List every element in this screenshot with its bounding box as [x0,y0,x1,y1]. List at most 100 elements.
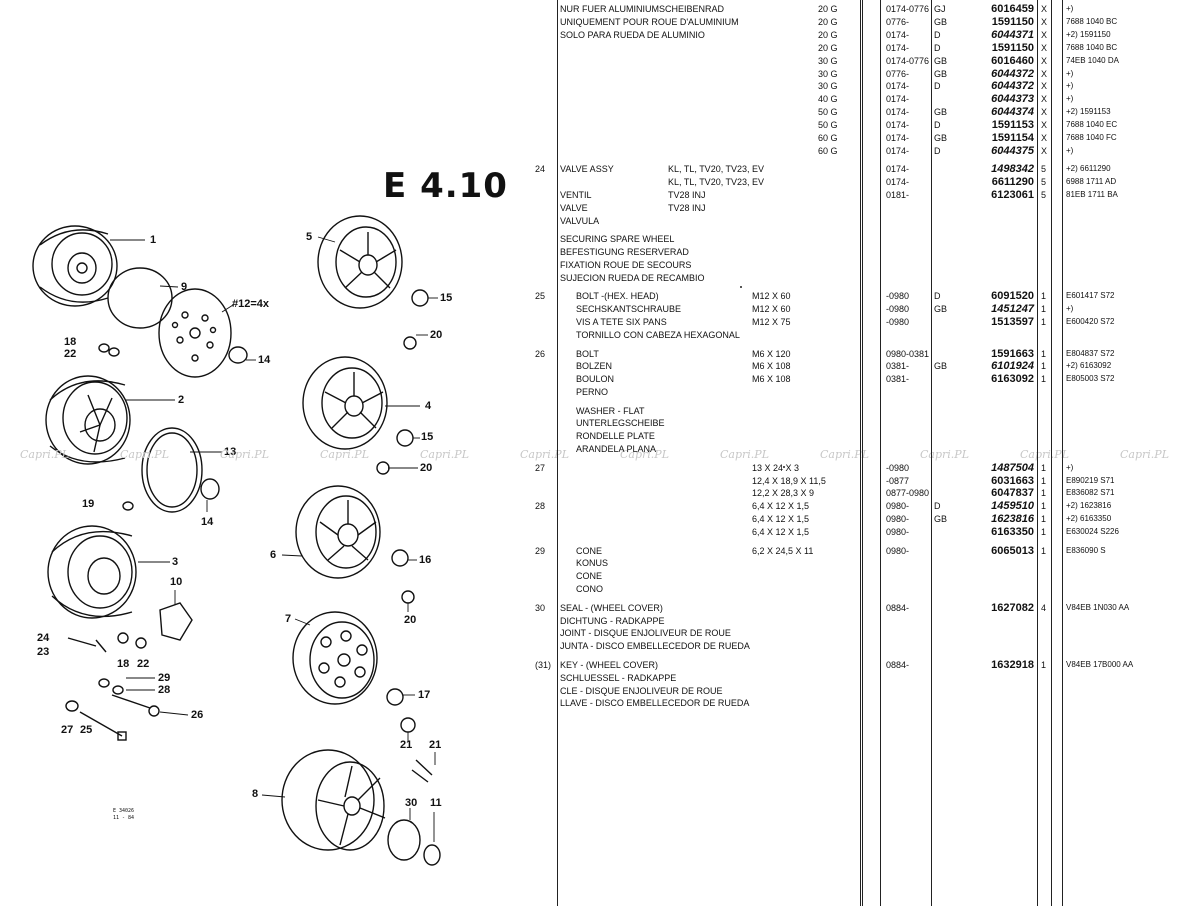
row-quantity: X [1041,29,1048,40]
row-quantity: 1 [1041,659,1047,670]
row-market: GB [934,107,948,118]
row-description: ARANDELA PLANA [576,444,657,455]
callout-23: 23 [37,646,50,658]
row-date-range: 0174-0776 [886,55,930,66]
row-remark: +) [1066,94,1074,104]
callout-18b: 18 [117,658,130,670]
row-model: 50 G [818,120,838,131]
row-model: 20 G [818,42,838,53]
row-remark: E836090 S [1066,545,1106,555]
parts-row: KONUS [0,557,1200,570]
row-model-code: TV28 INJ [668,203,706,213]
row-description: BEFESTIGUNG RESERVERAD [560,247,689,258]
row-description: VENTIL [560,190,592,201]
row-market: D [934,291,941,302]
row-remark: +) [1066,145,1074,155]
row-quantity: X [1041,4,1048,14]
callout-21a: 21 [400,739,413,751]
row-description: SECURING SPARE WHEEL [560,234,675,245]
row-size-spec: 6,2 X 24,5 X 11 [752,545,814,556]
row-remark: 81EB 1711 BA [1066,190,1118,200]
callout-14b: 14 [201,516,214,528]
row-part-number: 6031663 [991,474,1034,487]
cap-10-drawing [159,602,193,641]
row-part-number: 6016460 [991,54,1034,67]
row-remark: +2) 1591150 [1066,29,1111,39]
row-size-spec: M6 X 108 [752,374,791,385]
callout-14a: 14 [258,354,271,366]
row-model: 20 G [818,4,838,14]
row-quantity: 5 [1041,164,1047,175]
row-remark: +) [1066,462,1074,472]
row-quantity: 1 [1041,348,1047,359]
row-quantity: X [1041,120,1048,131]
callout-25: 25 [80,724,93,736]
row-quantity: X [1041,68,1048,79]
row-part-number: 1632918 [991,658,1034,671]
parts-row: WASHER - FLAT [0,405,1200,418]
row-quantity: 1 [1041,291,1047,302]
row-quantity: 1 [1041,501,1047,512]
callout-20a: 20 [430,329,443,341]
row-item-number: (31) [535,659,552,670]
column-rule [880,0,881,906]
row-remark: 7688 1040 FC [1066,133,1117,142]
row-description: FIXATION ROUE DE SECOURS [560,260,692,271]
row-date-range: 0877-0980 [886,488,930,499]
row-date-range: 0174- [886,133,910,143]
row-remark: +2) 6163092 [1066,361,1112,371]
row-model: 60 G [818,145,838,156]
row-description: VALVE [560,203,588,213]
drawing-stamp: E 34026 11 - 84 [113,808,134,822]
row-description: BOLT -(HEX. HEAD) [576,291,659,302]
row-part-number: 6611290 [991,176,1034,189]
row-remark: E600420 S72 [1066,317,1115,327]
wheel-2-drawing [45,375,131,465]
parts-row: PERNO [0,386,1200,399]
row-remark: E630024 S226 [1066,527,1119,537]
row-model: 30 G [818,68,838,79]
row-date-range: 0174- [886,42,910,53]
row-description: VALVULA [560,215,600,226]
row-date-range: 0174-0776 [886,4,930,14]
watermark: Capri.PL [720,448,769,461]
column-rule [1062,0,1063,906]
row-date-range: 0174- [886,145,910,156]
row-description: SEAL - (WHEEL COVER) [560,602,663,613]
row-remark: +) [1066,81,1074,91]
parts-row: JUNTA - DISCO EMBELLECEDOR DE RUEDA [0,640,1200,653]
row-model: 50 G [818,107,838,118]
row-date-range: 0174- [886,120,910,131]
row-date-range: 0776- [886,16,910,27]
watermark: Capri.PL [320,448,369,461]
callout-8: 8 [252,788,259,800]
callout-4: 4 [425,400,432,412]
watermark-row: Capri.PL Capri.PL Capri.PL Capri.PL Capr… [0,448,1200,468]
cover-12-drawing [158,288,232,378]
callout-15a: 15 [440,292,453,304]
parts-row: JOINT - DISQUE ENJOLIVEUR DE ROUE [0,627,1200,640]
row-market: GJ [934,4,946,14]
row-date-range: 0884- [886,659,910,670]
callout-11: 11 [430,797,442,809]
row-model: 40 G [818,94,838,105]
row-part-number: 1591154 [991,132,1034,144]
watermark: Capri.PL [220,448,269,461]
